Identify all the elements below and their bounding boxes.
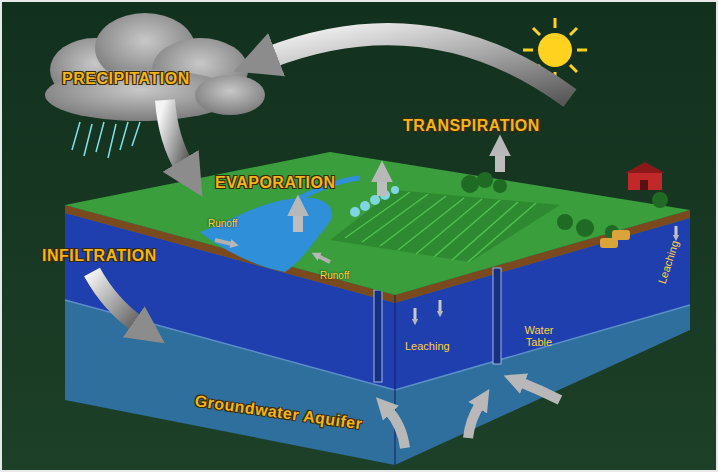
- transpiration-arrow: [268, 34, 570, 98]
- precipitation-arrow: [165, 100, 185, 168]
- layer-label: Water Table: [518, 324, 560, 348]
- flow-label: Leaching: [405, 340, 450, 352]
- flow-label: Runoff: [208, 218, 237, 229]
- rain-cloud: [45, 13, 265, 121]
- process-label: TRANSPIRATION: [403, 117, 540, 135]
- layer-label: Groundwater Aquifer: [194, 392, 364, 433]
- haybales: [600, 230, 630, 248]
- groundwater-arrows: [388, 382, 560, 448]
- barn: [625, 162, 665, 190]
- process-label: EVAPORATION: [215, 174, 335, 192]
- land-surface: [65, 152, 690, 295]
- flow-label: Leaching: [655, 239, 680, 285]
- infiltration-arrow: [92, 272, 140, 326]
- evaporation-arrows: [298, 152, 500, 232]
- process-label: INFILTRATION: [42, 247, 157, 265]
- rain: [72, 122, 140, 158]
- leaching-arrows: [415, 226, 676, 320]
- runoff-arrows: [215, 240, 330, 262]
- flow-label: Runoff: [320, 270, 349, 281]
- process-label: PRECIPITATION: [62, 70, 190, 88]
